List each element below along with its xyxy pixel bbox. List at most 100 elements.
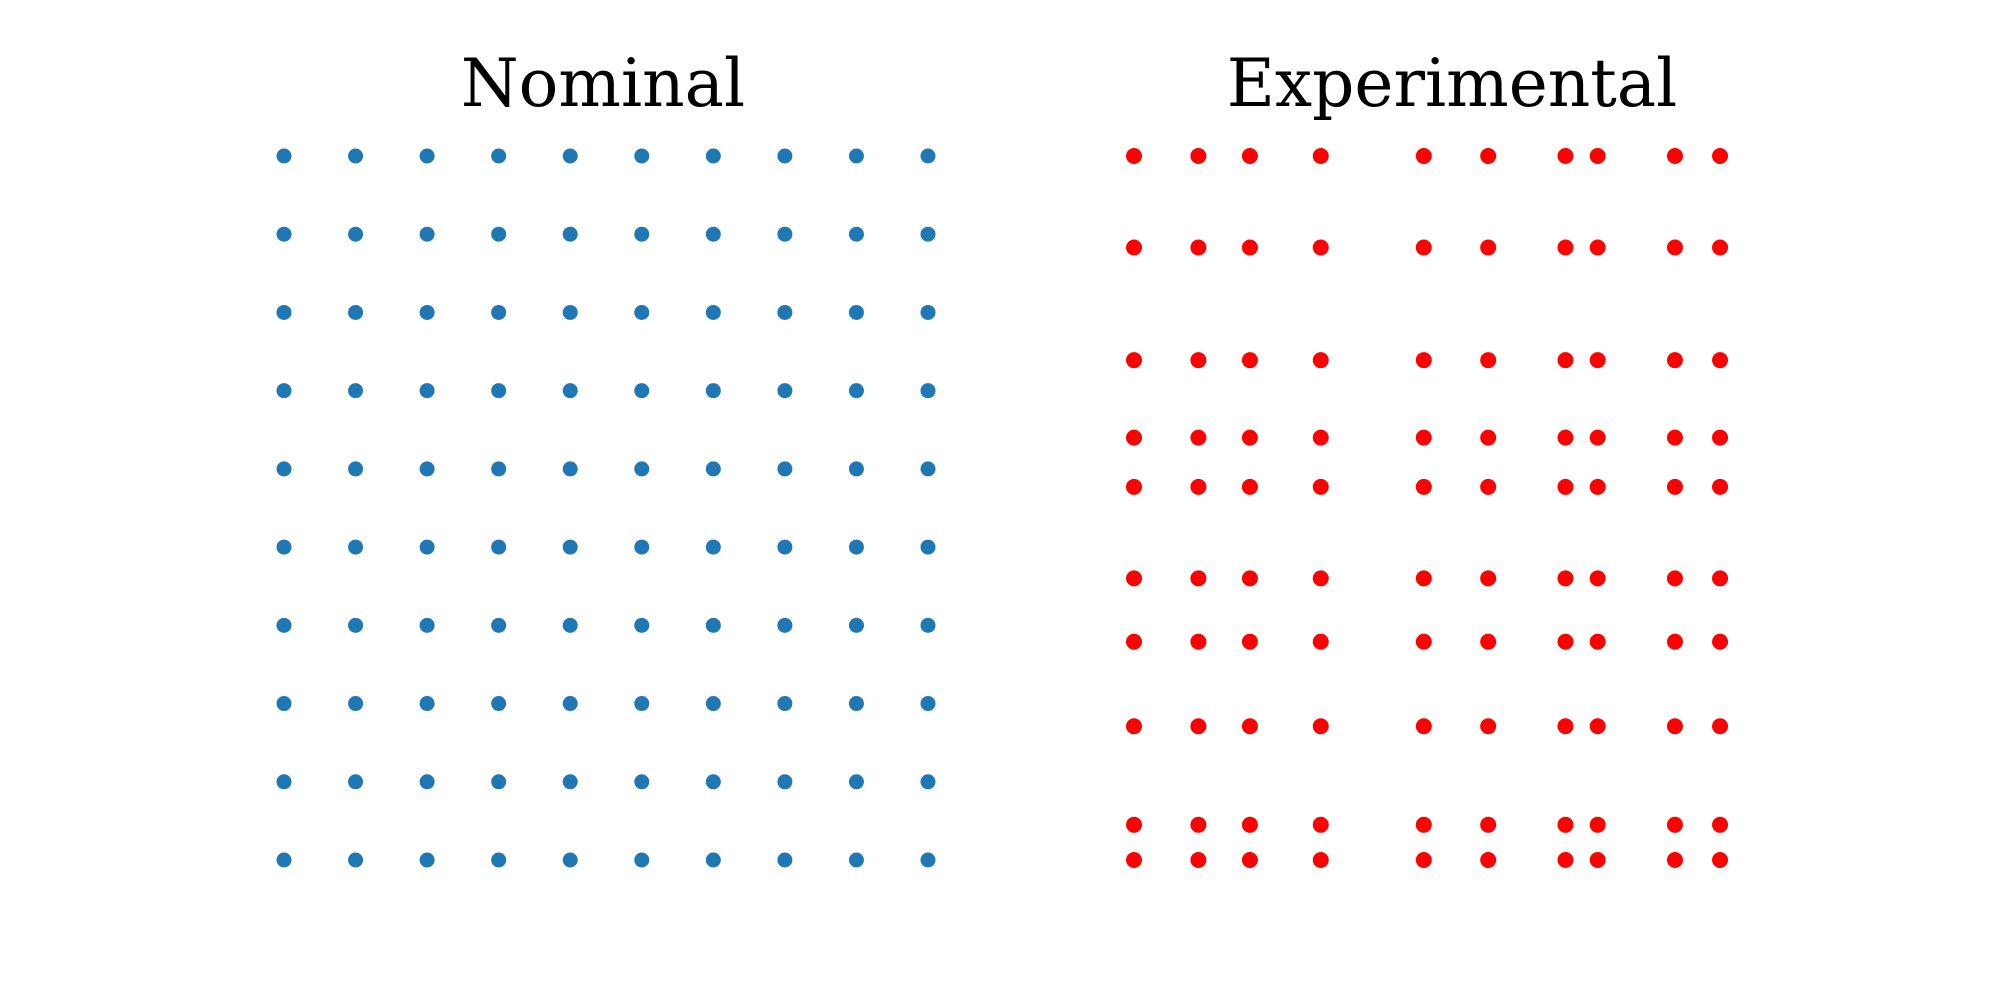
- nominal-point: [848, 383, 864, 399]
- experimental-point: [1589, 633, 1606, 650]
- experimental-point: [1589, 718, 1606, 735]
- nominal-point: [276, 696, 292, 712]
- nominal-point: [920, 304, 936, 320]
- experimental-point: [1190, 352, 1207, 369]
- experimental-point: [1712, 816, 1729, 833]
- experimental-point: [1312, 239, 1329, 256]
- nominal-point: [777, 539, 793, 555]
- experimental-point: [1126, 633, 1142, 650]
- nominal-point: [276, 774, 292, 790]
- nominal-point: [348, 617, 364, 633]
- nominal-point: [634, 852, 650, 868]
- experimental-point: [1666, 570, 1683, 587]
- experimental-point: [1480, 816, 1497, 833]
- experimental-point: [1589, 239, 1606, 256]
- nominal-point: [348, 774, 364, 790]
- experimental-point: [1312, 718, 1329, 735]
- experimental-point: [1126, 718, 1142, 735]
- experimental-point: [1126, 239, 1142, 256]
- experimental-point: [1589, 570, 1606, 587]
- experimental-point: [1190, 239, 1207, 256]
- nominal-point: [562, 461, 578, 477]
- experimental-point: [1480, 718, 1497, 735]
- nominal-point: [705, 461, 721, 477]
- experimental-point: [1712, 429, 1729, 446]
- experimental-point: [1415, 478, 1432, 495]
- nominal-point: [705, 226, 721, 242]
- nominal-point: [777, 226, 793, 242]
- experimental-point: [1557, 352, 1574, 369]
- experimental-point: [1312, 852, 1329, 868]
- nominal-point: [920, 148, 936, 164]
- experimental-point: [1241, 633, 1258, 650]
- nominal-point: [920, 696, 936, 712]
- nominal-point: [920, 539, 936, 555]
- nominal-point: [491, 304, 507, 320]
- nominal-point: [562, 148, 578, 164]
- nominal-point: [848, 696, 864, 712]
- experimental-point: [1415, 570, 1432, 587]
- experimental-point: [1312, 570, 1329, 587]
- nominal-point: [419, 774, 435, 790]
- nominal-point: [419, 461, 435, 477]
- nominal-point: [777, 774, 793, 790]
- experimental-point: [1415, 816, 1432, 833]
- experimental-point: [1190, 718, 1207, 735]
- nominal-point: [419, 148, 435, 164]
- nominal-title: Nominal: [461, 45, 745, 122]
- experimental-point: [1190, 633, 1207, 650]
- experimental-points: [1126, 148, 1729, 868]
- nominal-point: [562, 383, 578, 399]
- nominal-point: [634, 539, 650, 555]
- nominal-point: [848, 461, 864, 477]
- experimental-point: [1666, 478, 1683, 495]
- experimental-point: [1557, 816, 1574, 833]
- experimental-point: [1241, 852, 1258, 868]
- nominal-point: [705, 696, 721, 712]
- nominal-point: [491, 148, 507, 164]
- experimental-point: [1712, 852, 1729, 868]
- nominal-point: [848, 226, 864, 242]
- nominal-point: [276, 617, 292, 633]
- experimental-point: [1241, 816, 1258, 833]
- experimental-point: [1557, 852, 1574, 868]
- experimental-point: [1190, 148, 1207, 164]
- nominal-point: [276, 148, 292, 164]
- experimental-point: [1190, 429, 1207, 446]
- nominal-point: [920, 461, 936, 477]
- experimental-point: [1557, 633, 1574, 650]
- nominal-point: [920, 383, 936, 399]
- experimental-point: [1589, 816, 1606, 833]
- nominal-point: [419, 304, 435, 320]
- experimental-point: [1557, 718, 1574, 735]
- nominal-point: [777, 461, 793, 477]
- experimental-point: [1666, 239, 1683, 256]
- experimental-point: [1241, 570, 1258, 587]
- nominal-point: [348, 304, 364, 320]
- nominal-point: [634, 226, 650, 242]
- experimental-point: [1589, 852, 1606, 868]
- nominal-point: [276, 461, 292, 477]
- nominal-point: [348, 226, 364, 242]
- nominal-point: [920, 852, 936, 868]
- nominal-point: [276, 852, 292, 868]
- nominal-point: [848, 304, 864, 320]
- nominal-point: [848, 774, 864, 790]
- experimental-point: [1312, 429, 1329, 446]
- experimental-point: [1312, 352, 1329, 369]
- nominal-point: [562, 696, 578, 712]
- nominal-panel: Nominal: [276, 45, 936, 868]
- experimental-point: [1190, 478, 1207, 495]
- experimental-point: [1415, 148, 1432, 164]
- experimental-point: [1557, 148, 1574, 164]
- nominal-point: [348, 383, 364, 399]
- nominal-point: [276, 383, 292, 399]
- experimental-point: [1126, 352, 1142, 369]
- nominal-point: [848, 539, 864, 555]
- experimental-point: [1126, 478, 1142, 495]
- experimental-point: [1415, 852, 1432, 868]
- nominal-point: [491, 539, 507, 555]
- nominal-point: [705, 852, 721, 868]
- experimental-point: [1241, 352, 1258, 369]
- experimental-panel: Experimental: [1126, 45, 1729, 868]
